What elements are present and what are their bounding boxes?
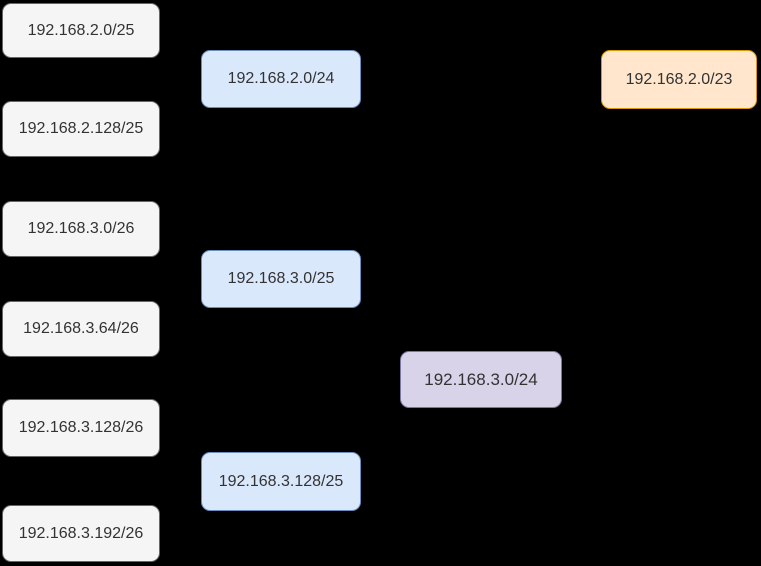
node-192-168-3-192-26[interactable]: 192.168.3.192/26 bbox=[2, 505, 160, 562]
node-label: 192.168.3.64/26 bbox=[23, 320, 139, 337]
node-label: 192.168.3.0/24 bbox=[424, 369, 538, 389]
node-label: 192.168.3.0/25 bbox=[227, 270, 335, 287]
node-label: 192.168.2.0/25 bbox=[27, 21, 135, 39]
node-label: 192.168.2.0/23 bbox=[625, 70, 733, 88]
node-label: 192.168.3.0/26 bbox=[27, 220, 135, 237]
node-label: 192.168.3.192/26 bbox=[18, 524, 144, 542]
node-192-168-2-0-25[interactable]: 192.168.2.0/25 bbox=[2, 3, 160, 58]
node-192-168-3-64-26[interactable]: 192.168.3.64/26 bbox=[2, 301, 160, 357]
node-192-168-2-128-25[interactable]: 192.168.2.128/25 bbox=[2, 101, 160, 157]
node-label: 192.168.3.128/25 bbox=[218, 472, 344, 490]
node-192-168-3-128-25[interactable]: 192.168.3.128/25 bbox=[201, 452, 361, 511]
node-label: 192.168.2.128/25 bbox=[18, 120, 144, 137]
node-192-168-3-0-26[interactable]: 192.168.3.0/26 bbox=[2, 201, 160, 257]
node-label: 192.168.3.128/26 bbox=[18, 419, 144, 436]
node-192-168-2-0-24[interactable]: 192.168.2.0/24 bbox=[201, 50, 361, 108]
node-192-168-3-0-25[interactable]: 192.168.3.0/25 bbox=[201, 250, 361, 308]
node-192-168-3-128-26[interactable]: 192.168.3.128/26 bbox=[2, 399, 160, 457]
node-192-168-2-0-23[interactable]: 192.168.2.0/23 bbox=[601, 50, 757, 109]
node-label: 192.168.2.0/24 bbox=[227, 70, 335, 87]
node-192-168-3-0-24[interactable]: 192.168.3.0/24 bbox=[400, 351, 562, 408]
